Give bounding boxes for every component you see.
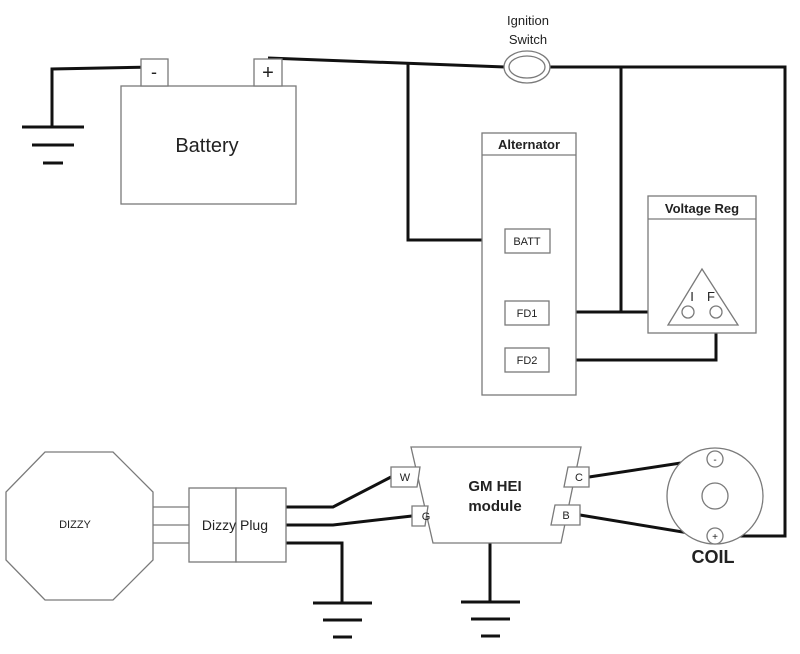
ground-battery: [22, 125, 84, 165]
wire-ignition-rail: [550, 65, 787, 538]
voltage-reg-body: [647, 195, 757, 334]
coil-pos-terminal: [706, 527, 724, 545]
hei-pin-g-label: G: [422, 511, 431, 523]
ignition-switch-label-line1: Ignition: [507, 13, 549, 28]
distributor: DIZZY Dizzy Plug: [5, 451, 287, 601]
voltage-regulator: Voltage Reg I F: [647, 195, 757, 334]
hei-pin-c-label: C: [575, 472, 583, 484]
alternator: Alternator BATT FD1 FD2: [481, 132, 577, 396]
coil: - + COIL: [666, 447, 764, 567]
hei-module-body: [410, 446, 582, 544]
alternator-title: Alternator: [498, 137, 560, 152]
ignition-switch: Ignition Switch: [503, 13, 551, 84]
battery: - + Battery: [120, 58, 297, 205]
dizzy-plug-label-right: Plug: [240, 517, 268, 533]
alternator-batt-label: BATT: [513, 236, 541, 248]
battery-label: Battery: [175, 135, 238, 157]
alternator-fd1-label: FD1: [517, 308, 538, 320]
hei-module-label-line1: GM HEI: [468, 478, 521, 495]
voltage-reg-triangle: [666, 267, 740, 326]
ignition-switch-label-line2: Switch: [509, 32, 547, 47]
dizzy-plug-right: [235, 487, 287, 563]
wire-plug-ground: [286, 541, 344, 602]
wire-plug-w: [286, 475, 392, 509]
hei-module-label-line2: module: [468, 498, 521, 515]
hei-pin-w-label: W: [400, 472, 411, 484]
voltage-reg-term-f: F: [707, 289, 715, 304]
coil-center: [701, 482, 729, 510]
alternator-batt-terminal: [504, 228, 551, 254]
voltage-reg-title: Voltage Reg: [665, 201, 739, 216]
coil-pos-symbol: +: [712, 532, 718, 543]
dizzy-plug-label-left: Dizzy: [202, 517, 236, 533]
hei-pin-w: [390, 466, 421, 488]
battery-pos-symbol: +: [262, 62, 274, 84]
hei-pin-b: [550, 504, 581, 526]
alternator-fd2-terminal: [504, 347, 550, 373]
wire-battery-pos-ignition: [267, 56, 506, 69]
wire-plug-g: [286, 514, 413, 527]
voltage-reg-i-terminal: [681, 305, 695, 319]
hei-pin-g: [411, 505, 429, 527]
hei-pin-c: [563, 466, 590, 488]
coil-neg-terminal: [706, 450, 724, 468]
battery-pos-terminal: [253, 58, 283, 87]
battery-neg-terminal: [140, 58, 169, 87]
hei-pin-b-label: B: [562, 510, 569, 522]
alternator-fd2-label: FD2: [517, 355, 538, 367]
ground-dizzy-plug: [313, 601, 372, 639]
hei-module: GM HEI module W G C B: [390, 446, 590, 544]
ground-hei-module: [461, 600, 520, 638]
dizzy-label: DIZZY: [59, 519, 91, 531]
ignition-switch-inner: [508, 55, 546, 79]
battery-neg-symbol: -: [151, 62, 157, 82]
coil-neg-symbol: -: [713, 455, 716, 466]
alternator-fd1-terminal: [504, 300, 550, 326]
coil-label: COIL: [692, 547, 735, 567]
voltage-reg-f-terminal: [709, 305, 723, 319]
dizzy-octagon: [5, 451, 154, 601]
wire-alt-batt: [406, 64, 505, 242]
wire-battery-neg-ground: [50, 65, 156, 126]
voltage-reg-term-i: I: [690, 289, 694, 304]
battery-body: [120, 85, 297, 205]
